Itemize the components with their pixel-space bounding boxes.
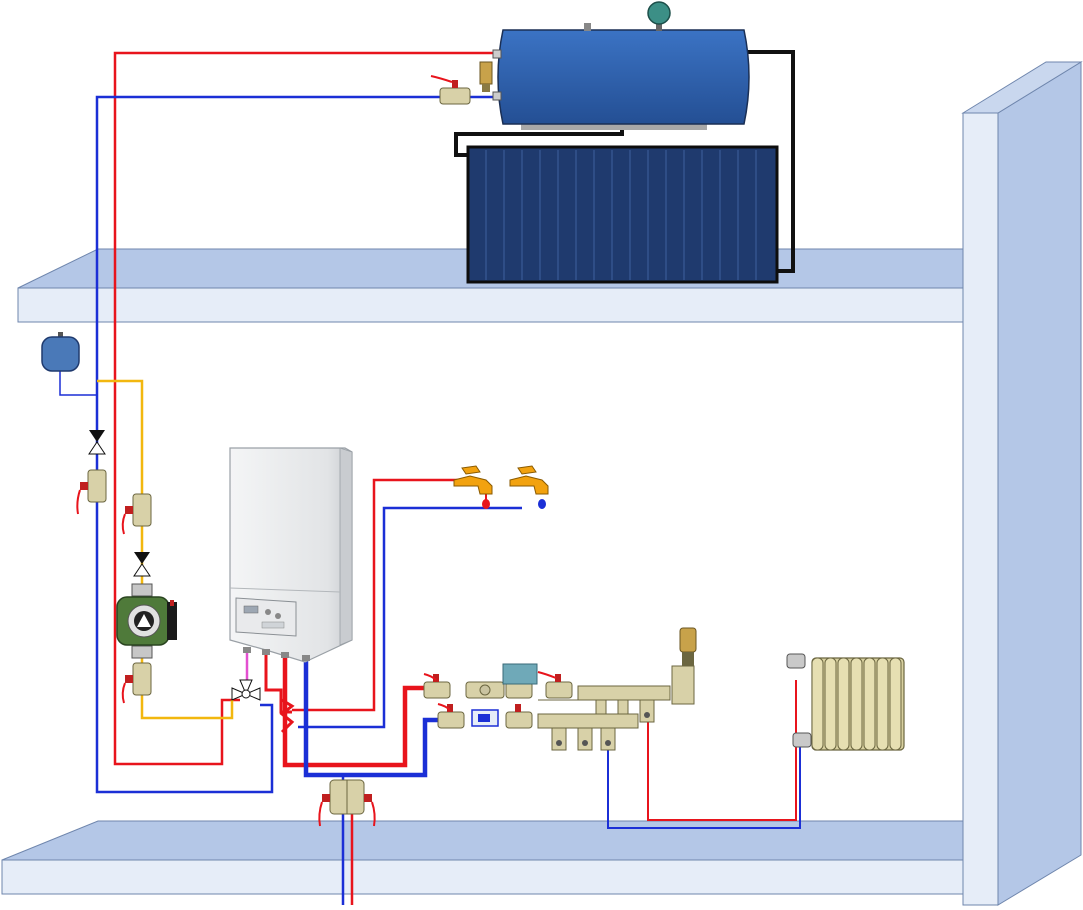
manifold-controller[interactable] bbox=[502, 663, 538, 685]
three-way-valve[interactable] bbox=[231, 679, 261, 701]
cold-drop-icon bbox=[538, 499, 546, 509]
hot-tap[interactable] bbox=[453, 465, 493, 509]
wall-boiler bbox=[229, 447, 353, 663]
building bbox=[1, 61, 1083, 906]
lower-slab-top bbox=[1, 820, 966, 861]
boiler-return-pipe bbox=[303, 660, 440, 778]
manifold-valve-3[interactable] bbox=[545, 681, 573, 699]
circulation-pump[interactable] bbox=[116, 583, 177, 659]
pipes bbox=[59, 50, 801, 905]
upper-slab-front bbox=[17, 287, 966, 323]
storage-tank bbox=[479, 1, 750, 130]
wall-side bbox=[997, 61, 1082, 906]
manifold-valve-5[interactable] bbox=[505, 711, 533, 729]
hot-drop-icon bbox=[482, 499, 490, 509]
solar-loop-pipe-2 bbox=[454, 124, 624, 157]
cold-riser-pipe bbox=[95, 95, 497, 794]
solar-loop-pipe bbox=[748, 50, 795, 273]
wall-front bbox=[962, 112, 999, 906]
tank-gauge-icon bbox=[647, 1, 671, 25]
radiator bbox=[786, 653, 905, 751]
manifold-valve-1[interactable] bbox=[423, 681, 451, 699]
left-valves[interactable] bbox=[76, 430, 152, 704]
boiler-control-panel[interactable] bbox=[235, 597, 297, 637]
cold-tap[interactable] bbox=[509, 465, 549, 509]
ball-valve-top[interactable] bbox=[430, 75, 471, 105]
air-vent bbox=[679, 627, 697, 666]
hot-tap-pipe bbox=[292, 478, 466, 712]
loop-pipe-bottom bbox=[140, 668, 234, 720]
hot-riser-pipe bbox=[113, 51, 497, 766]
solar-collector bbox=[466, 145, 779, 284]
mains-valve-group[interactable] bbox=[318, 779, 376, 827]
radiator-return-pipe bbox=[607, 742, 801, 829]
manifold-valve-4[interactable] bbox=[437, 711, 465, 729]
vessel-pipe bbox=[59, 370, 97, 396]
radiator-valve-top[interactable] bbox=[786, 653, 806, 669]
heating-manifold bbox=[423, 627, 697, 751]
lower-slab-front bbox=[1, 859, 966, 895]
radiator-valve-bottom[interactable] bbox=[792, 732, 812, 748]
boiler-crossover bbox=[279, 698, 295, 734]
cold-tap-pipe bbox=[298, 506, 522, 729]
expansion-vessel bbox=[41, 332, 80, 372]
radiator-flow-pipe bbox=[647, 680, 797, 821]
pump-arrow-icon bbox=[137, 614, 151, 627]
